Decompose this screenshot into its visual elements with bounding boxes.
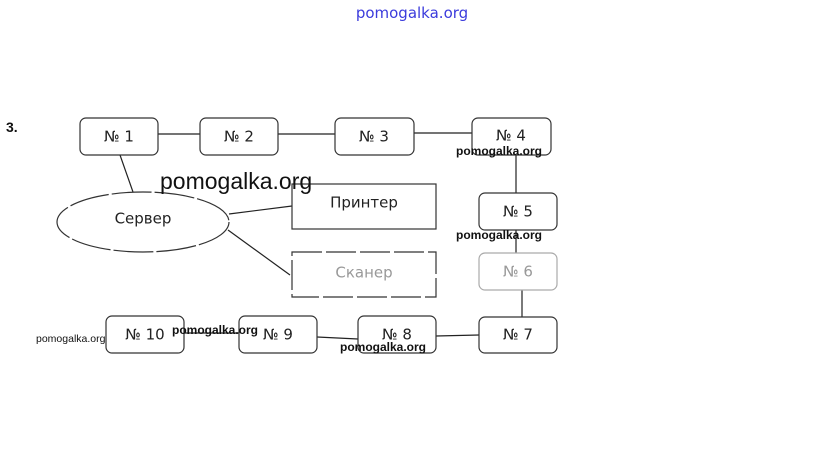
svg-text:Сканер: Сканер <box>335 264 392 282</box>
svg-text:№ 3: № 3 <box>359 128 389 146</box>
svg-text:№ 7: № 7 <box>503 326 533 344</box>
svg-text:№ 4: № 4 <box>496 127 526 145</box>
svg-text:№ 1: № 1 <box>104 128 134 146</box>
node-5: № 5 <box>478 192 558 231</box>
svg-text:№ 6: № 6 <box>503 263 533 281</box>
link-7-8 <box>435 334 480 337</box>
task-number: 3. <box>6 119 18 135</box>
svg-text:№ 5: № 5 <box>503 203 533 221</box>
svg-text:№ 10: № 10 <box>125 326 164 344</box>
link-server-printer <box>228 205 293 215</box>
link-1-server <box>119 154 134 193</box>
link-8-9 <box>316 336 359 340</box>
scanner-node: Сканер <box>291 251 437 298</box>
header-watermark: pomogalka.org <box>356 4 468 22</box>
node-1: № 1 <box>79 117 159 156</box>
watermark: pomogalka.org <box>456 228 542 242</box>
node-9: № 9 <box>238 315 318 354</box>
server-node: Сервер <box>56 191 230 253</box>
watermark: pomogalka.org <box>340 340 426 354</box>
watermark: pomogalka.org <box>36 333 106 345</box>
svg-text:№ 8: № 8 <box>382 326 412 344</box>
node-7: № 7 <box>478 316 558 354</box>
node-2: № 2 <box>199 117 279 156</box>
printer-node: Принтер <box>291 183 437 230</box>
svg-text:№ 2: № 2 <box>224 128 254 146</box>
watermark-large: pomogalka.org <box>160 168 312 194</box>
node-8: № 8 <box>357 315 437 354</box>
connections <box>119 132 523 340</box>
watermark: pomogalka.org <box>172 323 258 337</box>
svg-text:№ 9: № 9 <box>263 326 293 344</box>
node-10: № 10 <box>105 315 185 354</box>
link-server-scanner <box>227 229 291 276</box>
watermark: pomogalka.org <box>456 144 542 158</box>
svg-text:Сервер: Сервер <box>115 210 172 228</box>
svg-text:Принтер: Принтер <box>330 194 398 212</box>
node-3: № 3 <box>334 117 415 156</box>
node-6: № 6 <box>478 252 558 291</box>
node-4: № 4 <box>471 117 552 156</box>
